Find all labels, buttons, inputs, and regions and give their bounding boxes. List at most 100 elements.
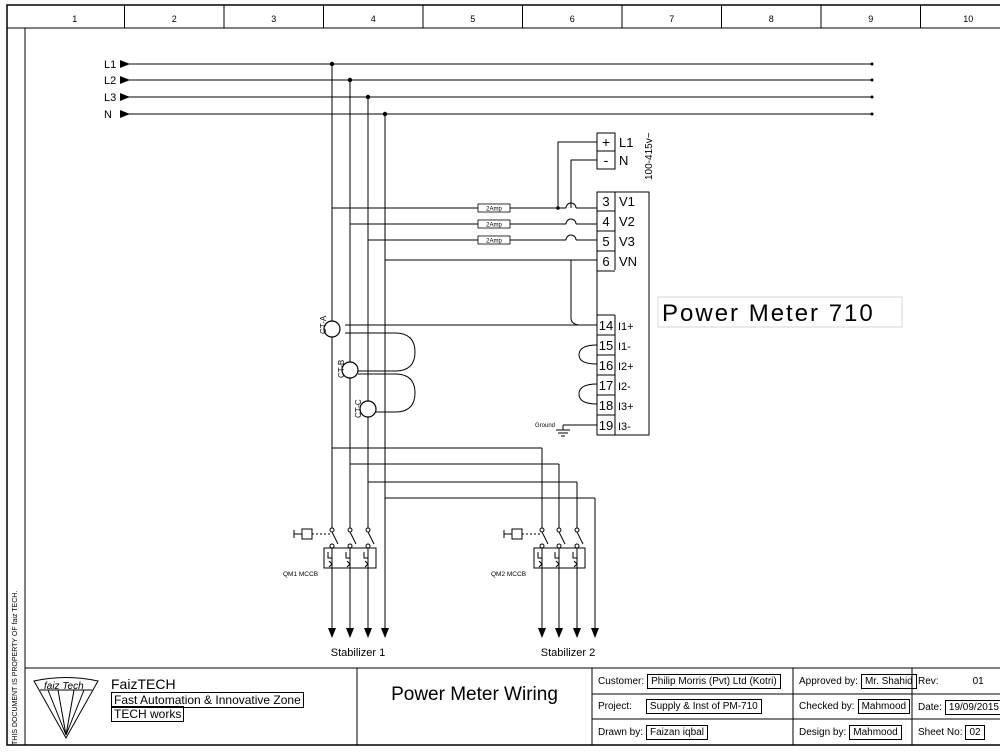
date-field: Date:19/09/2015 xyxy=(918,700,1000,715)
logo-text: faiz Tech xyxy=(44,681,84,692)
meter-terminal-label: VN xyxy=(619,254,637,269)
approved-field: Approved by:Mr. Shahid xyxy=(799,674,917,689)
company-logo: faiz Tech xyxy=(33,677,99,740)
aux-n: N xyxy=(619,153,628,168)
customer-label: Customer: xyxy=(598,676,645,687)
project-label: Project: xyxy=(598,701,632,712)
feeder-wires xyxy=(331,64,598,630)
aux-supply-terminals xyxy=(596,132,616,170)
side-note: THIS DOCUMENT IS PROPERTY OF faiz TECH. xyxy=(12,591,19,745)
column-number: 4 xyxy=(371,14,376,24)
checked-label: Checked by: xyxy=(799,701,855,712)
column-number: 5 xyxy=(470,14,475,24)
ground-label: Ground xyxy=(535,423,555,429)
column-number: 1 xyxy=(72,14,77,24)
customer-value: Philip Morris (Pvt) Ltd (Kotri) xyxy=(647,674,781,689)
fuse-label-v1: 2Amp xyxy=(486,207,502,213)
rev-field: Rev: 01 xyxy=(918,676,984,687)
bus-label-l1: L1 xyxy=(104,59,116,71)
load-label-stabilizer-1: Stabilizer 1 xyxy=(331,647,385,659)
meter-terminal-label: I3- xyxy=(618,421,631,433)
fuses: 2Amp 2Amp 2Amp xyxy=(477,203,511,245)
aux-l1: L1 xyxy=(619,135,633,150)
bus-label-l2: L2 xyxy=(104,75,116,87)
sheet-value: 02 xyxy=(965,725,985,740)
ct-c-label: CT-C xyxy=(354,399,363,418)
rev-label: Rev: xyxy=(918,676,939,687)
meter-box xyxy=(596,191,650,436)
drawn-field: Drawn by:Faizan iqbal xyxy=(598,725,708,740)
meter-terminal-number: 17 xyxy=(599,378,613,393)
breaker-label-qm2: QM2 MCCB xyxy=(491,571,526,578)
drawing-title: Power Meter Wiring xyxy=(391,684,558,705)
ground-symbol xyxy=(556,425,570,437)
meter-terminal-number: 15 xyxy=(599,338,613,353)
design-field: Design by:Mahmood xyxy=(799,725,902,740)
approved-label: Approved by: xyxy=(799,676,858,687)
tagline-1-text: Fast Automation & Innovative Zone xyxy=(111,692,304,708)
project-field: Project: Supply & Inst of PM-710 xyxy=(598,699,762,714)
fuse-label-v3: 2Amp xyxy=(486,239,502,245)
breaker-label-qm1: QM1 MCCB xyxy=(283,571,318,578)
sheet-field: Sheet No:02 xyxy=(918,725,985,740)
column-number: 10 xyxy=(963,14,973,24)
breaker-symbols xyxy=(293,527,599,638)
bus-bars xyxy=(124,63,873,115)
meter-terminal-number: 16 xyxy=(599,358,613,373)
column-number: 7 xyxy=(669,14,674,24)
project-value: Supply & Inst of PM-710 xyxy=(645,699,762,714)
customer-field: Customer:Philip Morris (Pvt) Ltd (Kotri) xyxy=(598,674,781,689)
bus-label-l3: L3 xyxy=(104,92,116,104)
column-number: 3 xyxy=(271,14,276,24)
load-label-stabilizer-2: Stabilizer 2 xyxy=(541,647,595,659)
bus-label-n: N xyxy=(104,109,112,121)
fuse-label-v2: 2Amp xyxy=(486,223,502,229)
date-value: 19/09/2015 xyxy=(944,700,1000,715)
meter-terminal-label: V2 xyxy=(619,214,635,229)
meter-terminal-label: V1 xyxy=(619,194,635,209)
design-value: Mahmood xyxy=(849,725,902,740)
tagline-2-text: TECH works xyxy=(111,706,185,722)
column-ruler: 1 2 3 4 5 6 7 8 9 10 xyxy=(72,5,973,28)
aux-range: 100-415v~ xyxy=(644,132,655,180)
meter-terminal-label: I2+ xyxy=(618,361,634,373)
meter-terminal-number: 6 xyxy=(602,254,609,269)
aux-plus: + xyxy=(602,134,610,150)
column-number: 9 xyxy=(868,14,873,24)
company-tagline-2: TECH works xyxy=(111,706,185,722)
meter-terminal-number: 3 xyxy=(602,194,609,209)
drawn-label: Drawn by: xyxy=(598,727,644,738)
meter-terminal-label: I1- xyxy=(618,341,631,353)
meter-title: Power Meter 710 xyxy=(662,300,875,327)
meter-terminal-number: 4 xyxy=(602,214,609,229)
meter-terminal-number: 5 xyxy=(602,234,609,249)
meter-terminal-number: 19 xyxy=(599,418,613,433)
meter-terminal-number: 18 xyxy=(599,398,613,413)
ct-a-label: CT-A xyxy=(319,315,328,334)
company-name: FaizTECH xyxy=(111,676,176,692)
sheet-border xyxy=(6,4,1000,746)
meter-terminal-label: V3 xyxy=(619,234,635,249)
rev-value: 01 xyxy=(972,676,984,687)
company-tagline-1: Fast Automation & Innovative Zone xyxy=(111,692,304,708)
meter-terminal-number: 14 xyxy=(599,318,613,333)
checked-field: Checked by:Mahmood xyxy=(799,699,911,714)
checked-value: Mahmood xyxy=(857,699,911,714)
drawn-value: Faizan iqbal xyxy=(646,725,708,740)
column-number: 2 xyxy=(172,14,177,24)
meter-terminal-label: I1+ xyxy=(618,321,634,333)
sheet-label: Sheet No: xyxy=(918,727,963,738)
ct-b-label: CT-B xyxy=(337,360,346,378)
column-number: 6 xyxy=(570,14,575,24)
design-label: Design by: xyxy=(799,727,847,738)
approved-value: Mr. Shahid xyxy=(860,674,917,689)
meter-terminal-label: I3+ xyxy=(618,401,634,413)
current-transformers xyxy=(323,320,377,418)
date-label: Date: xyxy=(918,702,942,713)
aux-minus: - xyxy=(604,152,609,168)
column-number: 8 xyxy=(769,14,774,24)
title-block-frame xyxy=(25,667,1000,745)
